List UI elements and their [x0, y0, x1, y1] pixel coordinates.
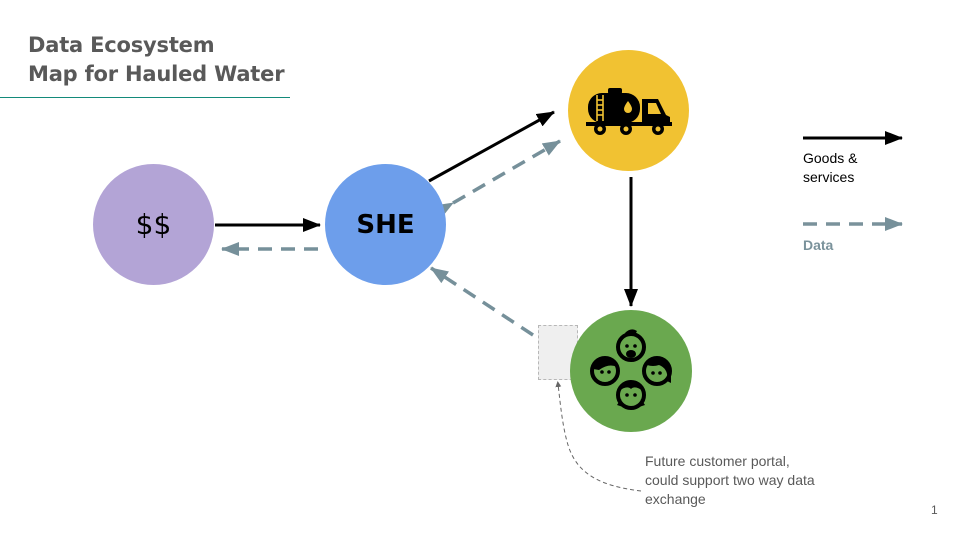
water-hauler-node	[568, 50, 689, 171]
slide-title-line-2: Map for Hauled Water	[28, 62, 285, 86]
page-number: 1	[931, 503, 938, 517]
she-label: SHE	[356, 209, 415, 240]
arrow-portal-to-she-data	[430, 266, 534, 337]
customers-node	[570, 310, 692, 432]
legend-goods-label-line-1: Goods &	[803, 150, 858, 166]
she-node: SHE	[325, 164, 446, 285]
funder-node: $$	[93, 164, 214, 285]
portal-annotation-line-1: Future customer portal,	[645, 453, 790, 469]
slide-title: Data Ecosystem Map for Hauled Water	[28, 31, 285, 89]
slide-title-line-1: Data Ecosystem	[28, 33, 215, 57]
annotation-callout-line	[555, 381, 642, 492]
legend-goods-label-line-2: services	[803, 169, 855, 185]
portal-annotation: Future customer portal, could support tw…	[645, 452, 885, 509]
legend-goods-label: Goods & services	[803, 149, 857, 187]
water-truck-icon	[585, 87, 672, 135]
arrow-she-to-hauler-goods	[428, 110, 555, 183]
title-underline	[0, 97, 290, 98]
customers-group-icon	[590, 329, 672, 410]
portal-annotation-line-2: could support two way data	[645, 472, 815, 488]
portal-annotation-line-3: exchange	[645, 491, 706, 507]
arrow-she-hauler-data	[434, 139, 561, 218]
legend-data-label: Data	[803, 237, 834, 253]
funder-label: $$	[135, 208, 172, 241]
